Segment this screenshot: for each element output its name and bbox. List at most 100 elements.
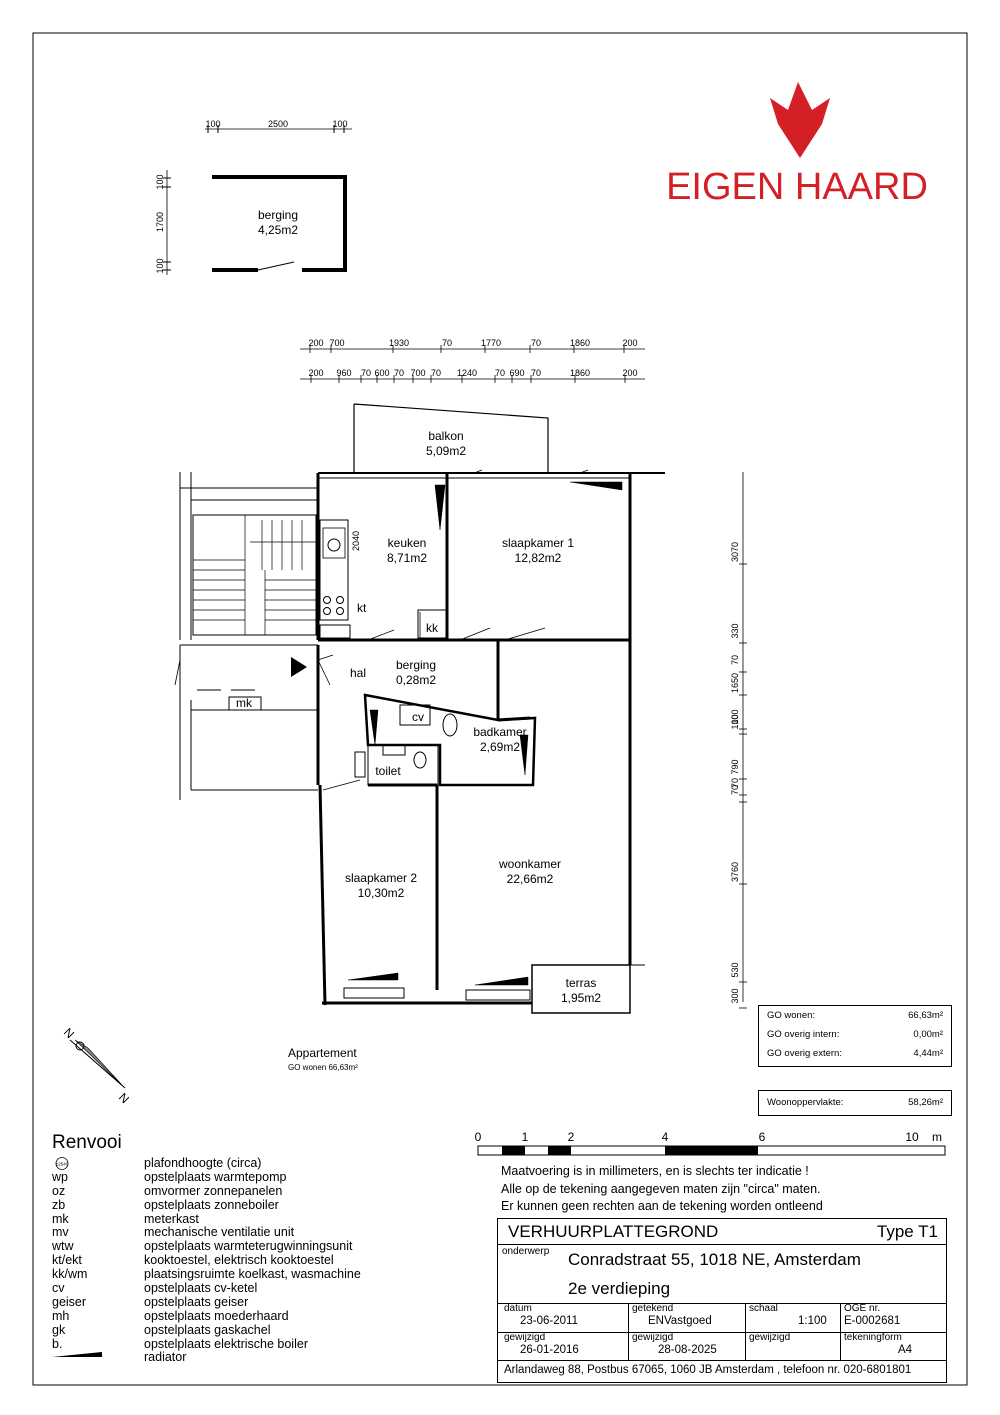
dim-label: 2500 bbox=[268, 119, 288, 129]
legend-description: plaatsingsruimte koelkast, wasmachine bbox=[144, 1267, 361, 1282]
dim-label: 700 bbox=[329, 338, 344, 348]
dim-label: 70 bbox=[431, 368, 441, 378]
dim-label: 100 bbox=[730, 709, 740, 724]
scale-tick: 1 bbox=[522, 1130, 529, 1144]
legend-code: ±2540 bbox=[52, 1157, 144, 1171]
dim-label: 700 bbox=[410, 368, 425, 378]
area-row: GO overig intern:0,00m² bbox=[759, 1025, 951, 1044]
legend-title: Renvooi bbox=[52, 1132, 122, 1153]
address: Conradstraat 55, 1018 NE, Amsterdam bbox=[568, 1250, 861, 1269]
legend-code: wtw bbox=[52, 1239, 74, 1254]
room-name: terras bbox=[566, 976, 597, 990]
dim-label: 70 bbox=[361, 368, 371, 378]
room-area: 10,30m2 bbox=[358, 886, 405, 900]
title-block: VERHUURPLATTEGROND Type T1 onderwerp Con… bbox=[497, 1218, 947, 1383]
area-label: Woonoppervlakte: bbox=[767, 1097, 844, 1108]
scale-tick: 2 bbox=[568, 1130, 575, 1144]
dim-label: 3760 bbox=[730, 862, 740, 882]
scale-tick: 4 bbox=[662, 1130, 669, 1144]
apartment-plan bbox=[174, 403, 665, 1014]
north-label: N bbox=[61, 1025, 77, 1041]
legend-code: zb bbox=[52, 1197, 66, 1212]
dim-label: 70 bbox=[495, 368, 505, 378]
tekeningform-value: A4 bbox=[898, 1344, 913, 1356]
legend-code: b. bbox=[52, 1336, 63, 1351]
dim-label: 1930 bbox=[389, 338, 409, 348]
dim-label: 100 bbox=[155, 174, 165, 189]
dim-label: 100 bbox=[155, 258, 165, 273]
gewijzigd-value: 26-01-2016 bbox=[520, 1344, 579, 1356]
legend-code: mk bbox=[52, 1211, 69, 1226]
legend-code: kt/ekt bbox=[52, 1253, 82, 1268]
dim-label: 200 bbox=[622, 338, 637, 348]
dim-label: 960 bbox=[336, 368, 351, 378]
dim-label: 3070 bbox=[730, 542, 740, 562]
notes: Maatvoering is in millimeters, en is sle… bbox=[501, 1163, 823, 1216]
room-area: 5,09m2 bbox=[426, 444, 466, 458]
scale-tick: 0 bbox=[475, 1130, 482, 1144]
gewijzigd-label: gewijzigd bbox=[749, 1332, 791, 1343]
page-frame bbox=[32, 32, 968, 1386]
oge-value: E-0002681 bbox=[844, 1315, 901, 1327]
fixture-label-mk: mk bbox=[236, 696, 253, 710]
legend-code: mv bbox=[52, 1225, 69, 1240]
room-area: 2,69m2 bbox=[480, 740, 520, 754]
dim-label: 690 bbox=[509, 368, 524, 378]
ceiling-height-icon: ±2540 bbox=[55, 1157, 69, 1170]
area-value: 58,26m² bbox=[908, 1097, 943, 1108]
legend-description: opstelplaats gaskachel bbox=[144, 1322, 271, 1337]
fixture-label-kk: kk bbox=[426, 621, 439, 635]
legend-code: oz bbox=[52, 1183, 66, 1198]
room-area: 12,82m2 bbox=[515, 551, 562, 565]
storage-room-name: berging bbox=[258, 208, 298, 222]
note-line: Maatvoering is in millimeters, en is sle… bbox=[501, 1164, 809, 1178]
dim-label: 70 bbox=[442, 338, 452, 348]
legend-code: gk bbox=[52, 1322, 66, 1337]
getekend-label: getekend bbox=[632, 1303, 674, 1314]
legend-description: radiator bbox=[144, 1350, 187, 1365]
dim-label: 1860 bbox=[570, 338, 590, 348]
title-type: Type T1 bbox=[876, 1222, 938, 1241]
dim-label: 1650 bbox=[730, 673, 740, 693]
legend-description: opstelplaats geiser bbox=[144, 1294, 249, 1309]
kitchen-dim: 2040 bbox=[351, 531, 361, 551]
gewijzigd-label: gewijzigd bbox=[632, 1332, 674, 1343]
dim-label: 1240 bbox=[457, 368, 477, 378]
appartement-title: Appartement bbox=[288, 1046, 357, 1060]
storage-plan: 100 2500 100 100 1700 100 berging 4,25m2 bbox=[155, 119, 352, 275]
woonoppervlakte-box: Woonoppervlakte: 58,26m² bbox=[758, 1090, 952, 1116]
room-area: 22,66m2 bbox=[507, 872, 554, 886]
scale-bar: 0 1 2 4 6 10 m bbox=[475, 1130, 946, 1156]
scale-unit: m bbox=[932, 1130, 942, 1144]
room-name: hal bbox=[350, 666, 366, 680]
legend-item: wtw opstelplaats warmteterugwinningsunit bbox=[52, 1239, 382, 1254]
legend-description: opstelplaats warmteterugwinningsunit bbox=[144, 1239, 353, 1254]
dim-label: 70 bbox=[730, 655, 740, 665]
datum-label: datum bbox=[504, 1303, 532, 1314]
legend-code bbox=[52, 1351, 144, 1365]
room-name: slaapkamer 1 bbox=[502, 536, 574, 550]
logo-text: EIGEN HAARD bbox=[666, 166, 928, 208]
legend-description: opstelplaats cv-ketel bbox=[144, 1281, 258, 1296]
room-area: 0,28m2 bbox=[396, 673, 436, 687]
room-name: keuken bbox=[388, 536, 427, 550]
dim-label: 70 bbox=[730, 778, 740, 788]
note-line: Alle op de tekening aangegeven maten zij… bbox=[501, 1181, 821, 1196]
room-name: slaapkamer 2 bbox=[345, 871, 417, 885]
room-name: balkon bbox=[428, 429, 463, 443]
schaal-label: schaal bbox=[749, 1303, 778, 1314]
legend-code: wp bbox=[52, 1169, 68, 1184]
area-label: GO wonen: bbox=[767, 1010, 816, 1021]
legend-description: opstelplaats warmtepomp bbox=[144, 1169, 287, 1184]
dim-label: 1700 bbox=[155, 212, 165, 232]
dim-label: 200 bbox=[308, 368, 323, 378]
